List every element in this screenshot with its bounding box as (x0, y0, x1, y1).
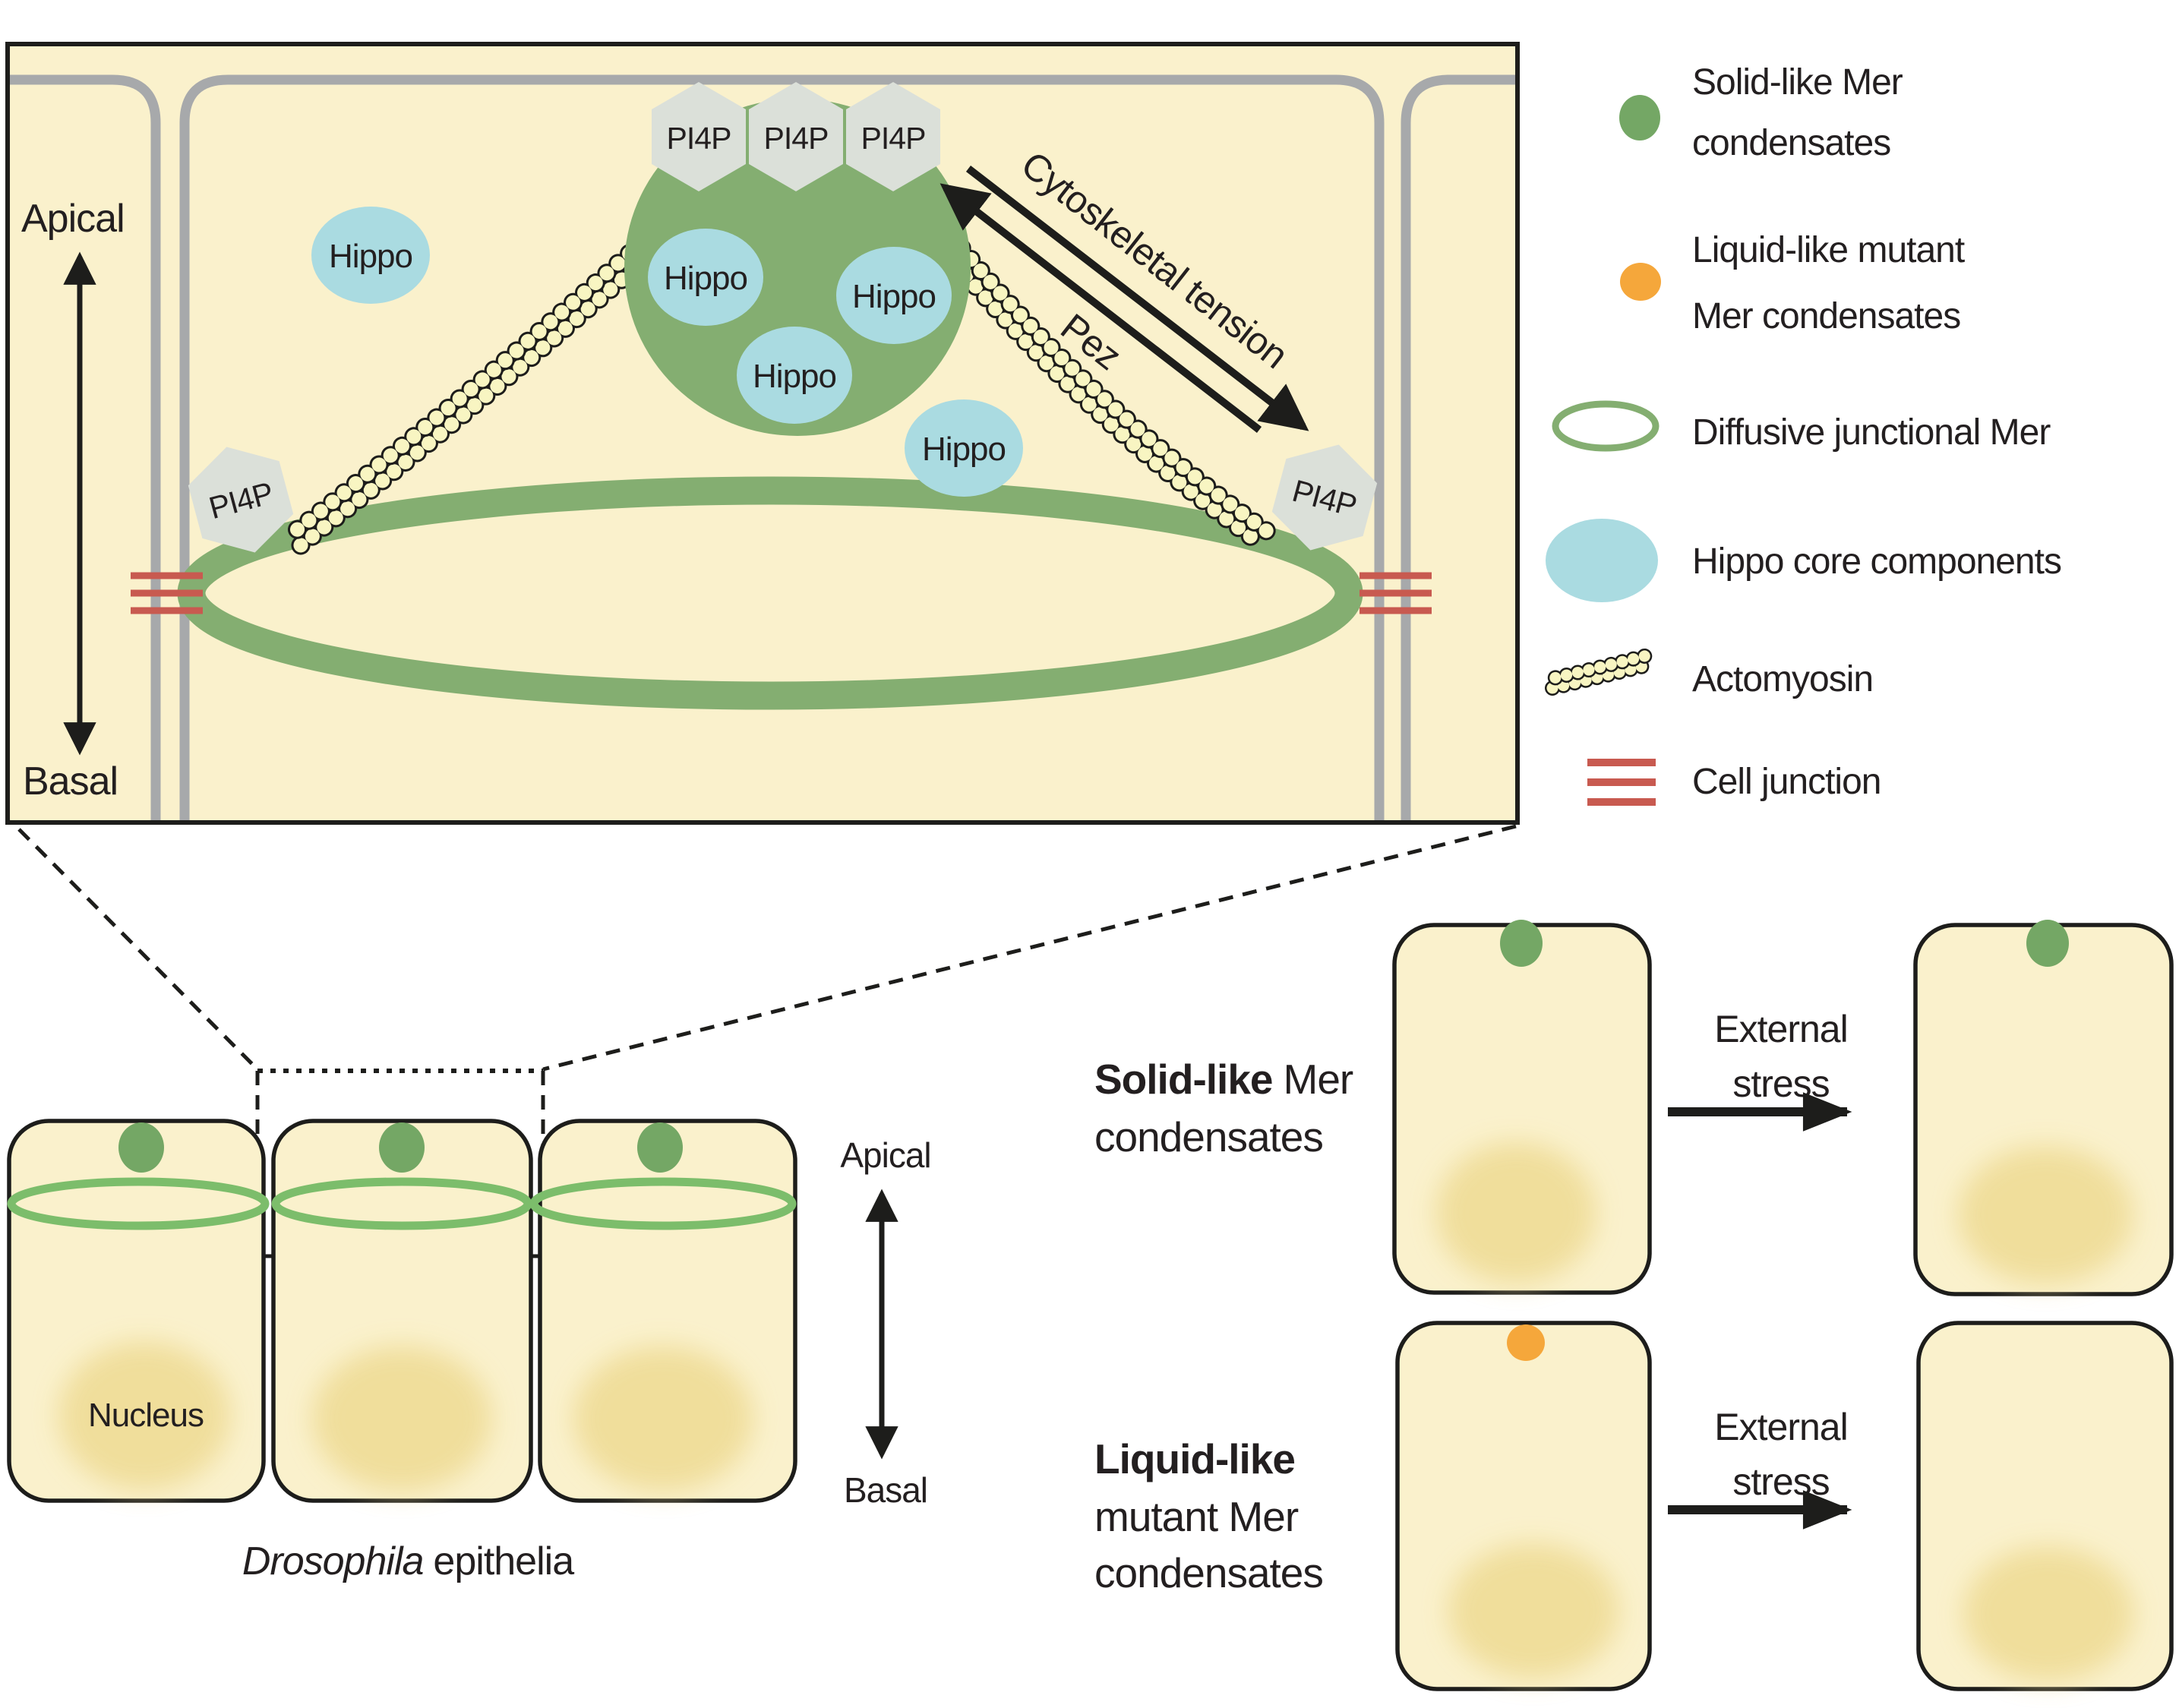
nucleus (58, 1342, 230, 1489)
row-label: Liquid-like (1094, 1435, 1295, 1482)
hippo-label: Hippo (329, 238, 412, 275)
junctional-mer-ring (271, 1177, 532, 1230)
cell-junction-icon (1587, 759, 1656, 806)
hippo-free: Hippo Hippo (311, 207, 1023, 497)
apical-basal-axis-epithelia: Apical Basal (840, 1135, 931, 1510)
legend-label: Hippo core components (1692, 541, 2061, 582)
solid-mer-dot-icon (1619, 95, 1660, 140)
pi4p-label: PI4P (764, 121, 829, 156)
cell-junction-right (1360, 572, 1432, 614)
nucleus (312, 1347, 491, 1491)
junctional-mer-ring (7, 1177, 270, 1230)
pi4p-hexagon (652, 82, 746, 191)
zoom-line-right (542, 824, 1517, 1072)
solid-mer-condensate-dot (2026, 920, 2069, 967)
zoom-line-left (17, 828, 259, 1071)
pi4p-label: PI4P (861, 121, 926, 156)
nucleus (1963, 1547, 2133, 1681)
apical-domain-panel: PI4P PI4P PI4P PI4P PI4P Hippo Hippo Hip… (5, 42, 1520, 825)
apical-label: Apical (21, 197, 125, 241)
tension-arrow-downright (965, 166, 1309, 431)
pi4p-label: PI4P (667, 121, 731, 156)
plasma-membrane (10, 74, 1515, 820)
junctional-mer-ring (529, 1177, 797, 1230)
apical-label: Apical (840, 1135, 930, 1175)
apical-basal-axis-panel: Apical Basal (21, 197, 125, 803)
mutant-mer-dot-icon (1620, 263, 1661, 301)
hippo-label: Hippo (664, 260, 747, 297)
junctional-mer-ring-icon (1552, 400, 1660, 452)
legend-item-cell-junction: Cell junction (1587, 759, 1881, 806)
row-label-line2: condensates (1094, 1113, 1323, 1160)
actomyosin-left-chain (282, 241, 652, 555)
pi4p-hexagon-right: PI4P (1271, 444, 1378, 551)
actomyosin-icon (1543, 647, 1660, 696)
pi4p-hexagons-top: PI4P PI4P PI4P (652, 82, 940, 191)
legend-item-hippo-core: Hippo core components (1546, 519, 2062, 602)
basal-label: Basal (23, 759, 118, 803)
legend-label: Cell junction (1692, 762, 1881, 802)
mer-condensate-dot (637, 1122, 683, 1173)
nucleus (1448, 1544, 1618, 1678)
row-label-line3: condensates (1094, 1549, 1323, 1596)
mer-condensate-dot (379, 1122, 425, 1173)
nucleus (573, 1347, 753, 1491)
cell-junction-left (131, 572, 203, 614)
legend-label: Actomyosin (1692, 659, 1873, 699)
pi4p-hexagon (749, 82, 843, 191)
row-label-line2: mutant Mer (1094, 1493, 1299, 1540)
pi4p-hexagon (846, 82, 940, 191)
nucleus (1958, 1147, 2133, 1283)
hippo-label: Hippo (852, 278, 936, 315)
mer-condensate-dot (118, 1122, 164, 1173)
legend-item-diffusive-junctional-mer: Diffusive junctional Mer (1552, 400, 2051, 453)
nucleus-label: Nucleus (88, 1397, 204, 1434)
hippo-core-icon (1546, 519, 1658, 602)
mutant-mer-condensate-dot (1507, 1324, 1545, 1361)
pi4p-hexagon-left: PI4P (188, 447, 294, 553)
hippo-label: Hippo (753, 358, 836, 395)
hippo-in-condensate: Hippo Hippo Hippo (648, 229, 952, 424)
stress-row-liquid-like: Liquid-like mutant Mer condensates Exter… (1094, 1321, 2174, 1691)
basal-label: Basal (844, 1470, 927, 1510)
actomyosin-right-chain (937, 232, 1281, 554)
nucleus (1436, 1143, 1596, 1283)
hippo-label: Hippo (922, 431, 1006, 468)
solid-mer-condensate-dot (1500, 920, 1543, 967)
legend-item-actomyosin: Actomyosin (1543, 647, 1874, 699)
tension-arrow-upleft (939, 183, 1262, 433)
legend-label: Diffusive junctional Mer (1692, 412, 2051, 453)
